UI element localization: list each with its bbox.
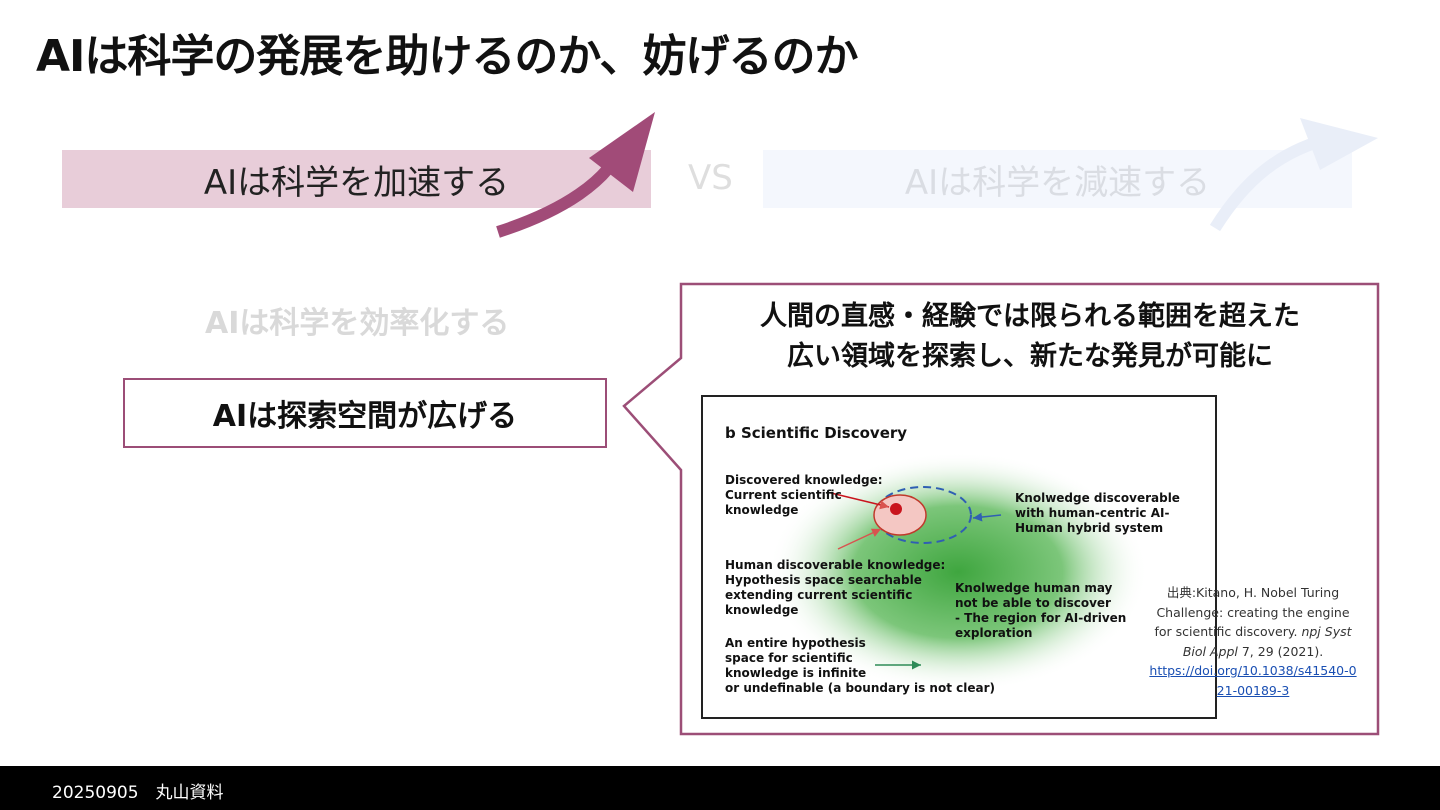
- label-human: Human discoverable knowledge: Hypothesis…: [725, 558, 946, 617]
- citation-journal: npj Syst Biol Appl: [1182, 624, 1352, 659]
- vs-label: VS: [688, 158, 733, 198]
- label-discovered: Discovered knowledge: Current scientific…: [725, 473, 883, 517]
- callout-line-2: 広い領域を探索し、新たな発見が可能に: [787, 341, 1273, 372]
- figure-diagram: [768, 452, 1148, 692]
- footer-bar: 20250905 丸山資料: [0, 766, 1440, 810]
- citation-link[interactable]: https://doi.org/10.1038/s41540-021-00189…: [1149, 663, 1357, 698]
- accelerate-label: AIは科学を加速する: [203, 162, 510, 203]
- discovery-figure: b Scientific Discovery Discovered knowle…: [701, 395, 1217, 719]
- expand-label: AIは探索空間が広げる: [212, 399, 518, 434]
- accelerate-box: AIは科学を加速する: [62, 150, 651, 208]
- figure-title: b Scientific Discovery: [725, 424, 908, 442]
- label-entire: An entire hypothesis space for scientifi…: [725, 636, 995, 695]
- label-hybrid: Knolwedge discoverable with human-centri…: [1015, 491, 1180, 535]
- curve-arrow-icon: [1209, 118, 1378, 232]
- footer-text: 20250905 丸山資料: [52, 783, 224, 803]
- citation: 出典:Kitano, H. Nobel Turing Challenge: cr…: [1148, 583, 1358, 700]
- citation-prefix: 出典:Kitano, H. Nobel Turing Challenge: cr…: [1154, 585, 1350, 639]
- label-ai-region: Knolwedge human may not be able to disco…: [955, 581, 1127, 640]
- callout-line-1: 人間の直感・経験では限られる範囲を超えた: [760, 301, 1300, 332]
- ai-region-gradient: [768, 452, 1148, 692]
- decelerate-label: AIは科学を減速する: [904, 162, 1211, 203]
- expand-box: AIは探索空間が広げる: [123, 378, 607, 448]
- citation-details: 7, 29 (2021).: [1237, 643, 1324, 659]
- discovered-dot: [890, 503, 902, 515]
- decelerate-box: AIは科学を減速する: [763, 150, 1352, 208]
- up-arrow-icon: [496, 112, 655, 238]
- callout-text: 人間の直感・経験では限られる範囲を超えた 広い領域を探索し、新たな発見が可能に: [700, 297, 1360, 377]
- page-title: AIは科学の発展を助けるのか、妨げるのか: [36, 31, 859, 82]
- efficiency-point: AIは科学を効率化する: [205, 306, 510, 341]
